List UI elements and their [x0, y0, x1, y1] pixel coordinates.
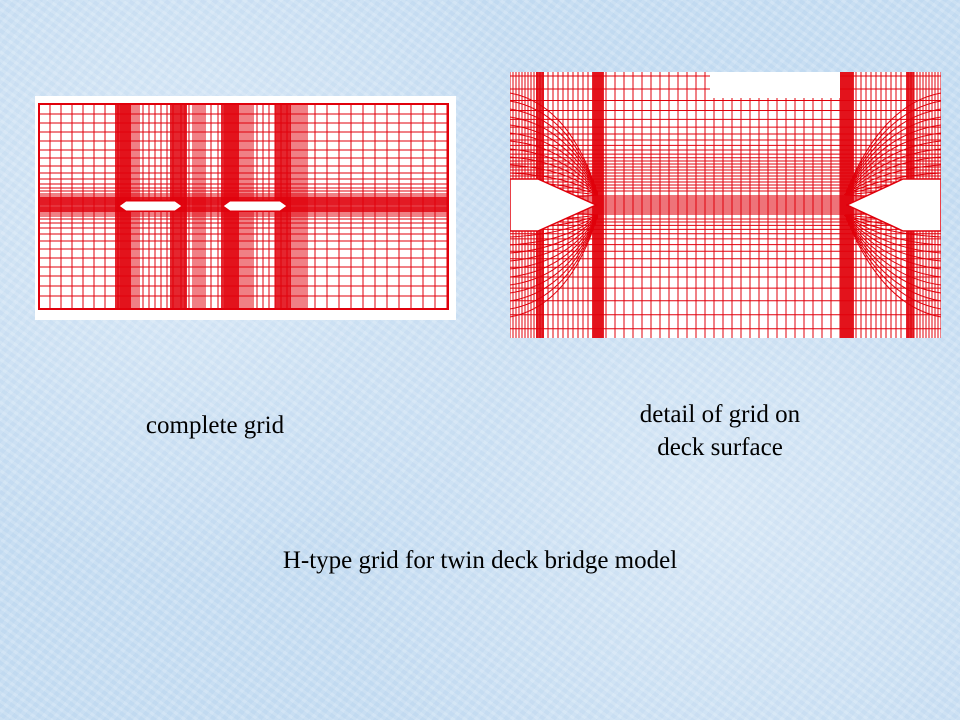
caption-detail-line-2: deck surface	[657, 434, 783, 461]
curved-grid-line	[509, 214, 599, 246]
curved-grid-line	[509, 214, 599, 254]
curved-grid-line	[509, 148, 599, 196]
detail-grid-image	[509, 72, 942, 338]
curved-grid-line	[844, 214, 942, 318]
curved-grid-line	[509, 124, 599, 196]
curved-grid-line	[509, 116, 599, 196]
curved-grid-line	[844, 214, 942, 238]
curved-grid-line	[509, 214, 599, 262]
curved-grid-line	[509, 108, 599, 196]
curved-grid-line	[509, 214, 599, 286]
curved-grid-line	[509, 132, 599, 196]
curved-grid-line	[509, 172, 599, 196]
curved-grid-line	[509, 214, 599, 278]
curved-grid-line	[844, 124, 942, 196]
curved-grid-line	[844, 172, 942, 196]
curved-grid-line	[844, 108, 942, 196]
curved-grid-line	[509, 140, 599, 196]
curved-grid-line	[844, 116, 942, 196]
curved-grid-line	[844, 132, 942, 196]
curved-grid-line	[844, 214, 942, 254]
curved-grid-line	[844, 214, 942, 262]
curved-grid-line	[844, 214, 942, 302]
curved-grid-line	[509, 214, 599, 238]
curved-grid-line	[844, 100, 942, 196]
grid-border	[38, 103, 449, 310]
curved-grid-line	[844, 214, 942, 246]
detail-grid-mesh	[509, 72, 942, 338]
curved-grid-line	[844, 214, 942, 286]
curved-grid-line	[509, 214, 599, 302]
deck-section	[222, 200, 288, 212]
curved-grid-line	[844, 156, 942, 196]
curved-grid-line	[509, 164, 599, 196]
deck-section	[118, 200, 183, 212]
curved-grid-line	[844, 140, 942, 196]
curved-grid-line	[509, 100, 599, 196]
curved-grid-line	[844, 214, 942, 278]
caption-detail-grid: detail of grid on deck surface	[595, 398, 845, 464]
deck-surface-band	[510, 195, 941, 215]
curved-grid-line	[844, 214, 942, 270]
curved-grid-line	[509, 92, 599, 196]
caption-detail-line-1: detail of grid on	[639, 401, 801, 428]
curved-grid-line	[509, 156, 599, 196]
curved-grid-line	[509, 214, 599, 294]
curved-grid-line	[509, 214, 599, 318]
curved-grid-line	[844, 164, 942, 196]
curved-grid-line	[844, 92, 942, 196]
curved-grid-line	[509, 214, 599, 270]
coarse-region	[710, 72, 840, 98]
complete-grid-image	[35, 96, 456, 320]
caption-complete-grid: complete grid	[145, 412, 285, 439]
deck-void-left	[509, 178, 598, 232]
curved-grid-line	[509, 214, 599, 310]
curved-grid-line	[844, 214, 942, 310]
curved-grid-line	[844, 214, 942, 294]
curved-grid-line	[844, 148, 942, 196]
figure-title: H-type grid for twin deck bridge model	[282, 547, 678, 574]
complete-grid-mesh	[38, 103, 449, 310]
